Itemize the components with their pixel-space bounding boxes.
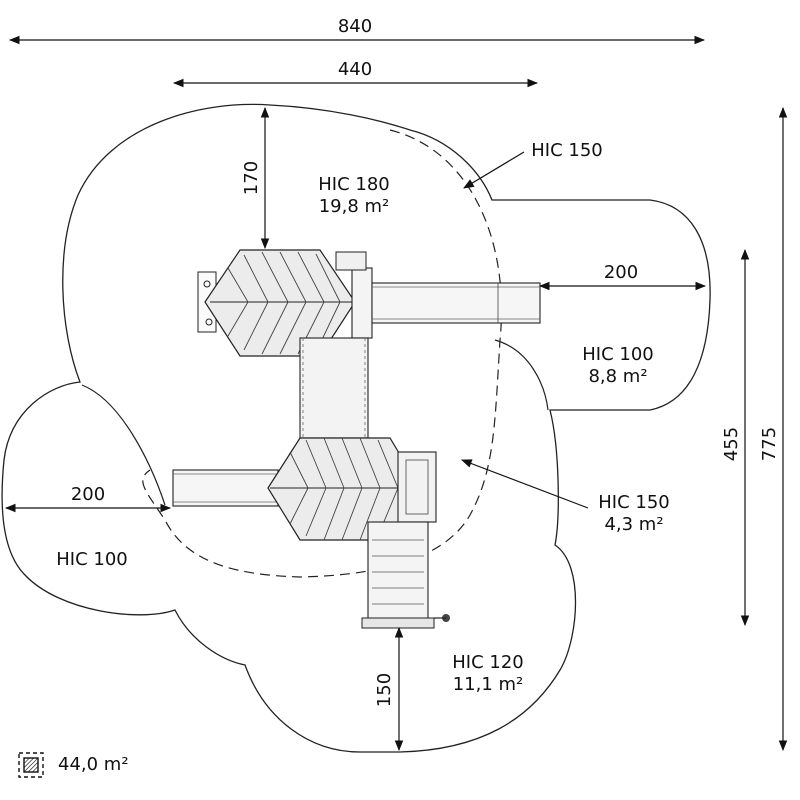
zone-left-hic: HIC 100 bbox=[56, 549, 128, 570]
safety-zone-outline bbox=[1, 103, 711, 753]
zone-boundary-right bbox=[494, 339, 549, 411]
zone-dashed-hic: HIC 150 bbox=[531, 140, 603, 161]
connecting-bridge bbox=[299, 337, 369, 439]
left-slide bbox=[172, 469, 279, 507]
zone-bottom-hic: HIC 120 bbox=[452, 652, 524, 673]
dim-170: 170 bbox=[241, 161, 262, 195]
zone-main-area: 19,8 m² bbox=[319, 196, 390, 217]
leader-hic150-middle bbox=[460, 459, 589, 509]
dashed-zone-hic150 bbox=[142, 129, 503, 578]
steps bbox=[361, 521, 450, 629]
dim-200-right: 200 bbox=[604, 262, 638, 283]
dim-440: 440 bbox=[338, 59, 372, 80]
zone-bottom-area: 11,1 m² bbox=[453, 674, 524, 695]
dim-840: 840 bbox=[338, 16, 372, 37]
zone-middle-hic: HIC 150 bbox=[598, 492, 670, 513]
zone-middle-area: 4,3 m² bbox=[604, 514, 663, 535]
dim-150: 150 bbox=[374, 673, 395, 707]
lower-tower bbox=[267, 437, 437, 541]
dim-455: 455 bbox=[721, 427, 742, 461]
zone-boundary-left bbox=[81, 384, 166, 506]
right-slide bbox=[371, 282, 541, 324]
zone-right-hic: HIC 100 bbox=[582, 344, 654, 365]
zone-right-area: 8,8 m² bbox=[588, 366, 647, 387]
zone-main-hic: HIC 180 bbox=[318, 174, 390, 195]
dim-775: 775 bbox=[759, 427, 780, 461]
leader-hic150-top bbox=[463, 151, 525, 189]
hatched-square-icon bbox=[18, 752, 44, 778]
total-area: 44,0 m² bbox=[58, 754, 129, 775]
dim-200-left: 200 bbox=[71, 484, 105, 505]
